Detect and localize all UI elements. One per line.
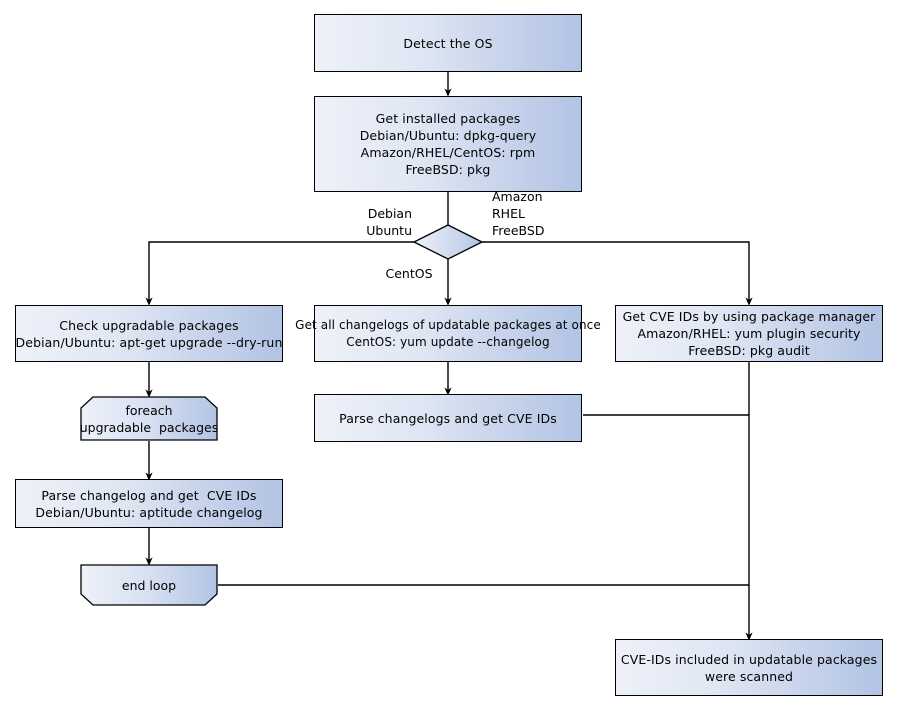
edge-decision-to-pkg-manager <box>481 241 753 306</box>
node-foreach-loop-label: foreach upgradable packages <box>79 402 219 435</box>
node-check-upgradable-packages-label: Check upgradable packages Debian/Ubuntu:… <box>15 317 283 350</box>
edge-label-centos: CentOS <box>385 266 433 281</box>
node-end-loop-label: end loop <box>121 577 177 593</box>
edge-decision-to-check-upgradable <box>145 241 415 306</box>
node-foreach-loop[interactable]: foreach upgradable packages <box>80 396 218 441</box>
node-get-cve-ids-package-manager[interactable]: Get CVE IDs by using package manager Ama… <box>615 305 883 362</box>
node-get-cve-ids-package-manager-label: Get CVE IDs by using package manager Ama… <box>622 309 876 358</box>
node-end-loop[interactable]: end loop <box>80 564 218 606</box>
node-check-upgradable-packages[interactable]: Check upgradable packages Debian/Ubuntu:… <box>15 305 283 362</box>
decision-diamond-shape <box>412 224 484 260</box>
node-scan-complete[interactable]: CVE-IDs included in updatable packages w… <box>615 639 883 696</box>
node-detect-os[interactable]: Detect the OS <box>314 14 582 72</box>
node-get-installed-packages[interactable]: Get installed packages Debian/Ubuntu: dp… <box>314 96 582 192</box>
node-os-decision[interactable] <box>412 224 484 260</box>
edge-label-debian-ubuntu: Debian Ubuntu <box>366 206 412 238</box>
loop-end-shape <box>80 564 218 606</box>
node-get-all-changelogs[interactable]: Get all changelogs of updatable packages… <box>295 305 601 362</box>
node-parse-changelogs-cve[interactable]: Parse changelogs and get CVE IDs <box>314 394 582 442</box>
node-detect-os-label: Detect the OS <box>403 35 493 51</box>
node-parse-changelogs-cve-label: Parse changelogs and get CVE IDs <box>339 410 557 426</box>
node-parse-changelog-cve-label: Parse changelog and get CVE IDs Debian/U… <box>35 487 263 520</box>
loop-start-shape <box>80 396 218 441</box>
node-get-all-changelogs-label: Get all changelogs of updatable packages… <box>295 317 601 349</box>
node-scan-complete-label: CVE-IDs included in updatable packages w… <box>620 651 878 684</box>
node-parse-changelog-cve[interactable]: Parse changelog and get CVE IDs Debian/U… <box>15 479 283 528</box>
node-get-installed-packages-label: Get installed packages Debian/Ubuntu: dp… <box>359 111 537 177</box>
edge-label-amazon-rhel-freebsd: Amazon RHEL FreeBSD <box>492 189 545 238</box>
